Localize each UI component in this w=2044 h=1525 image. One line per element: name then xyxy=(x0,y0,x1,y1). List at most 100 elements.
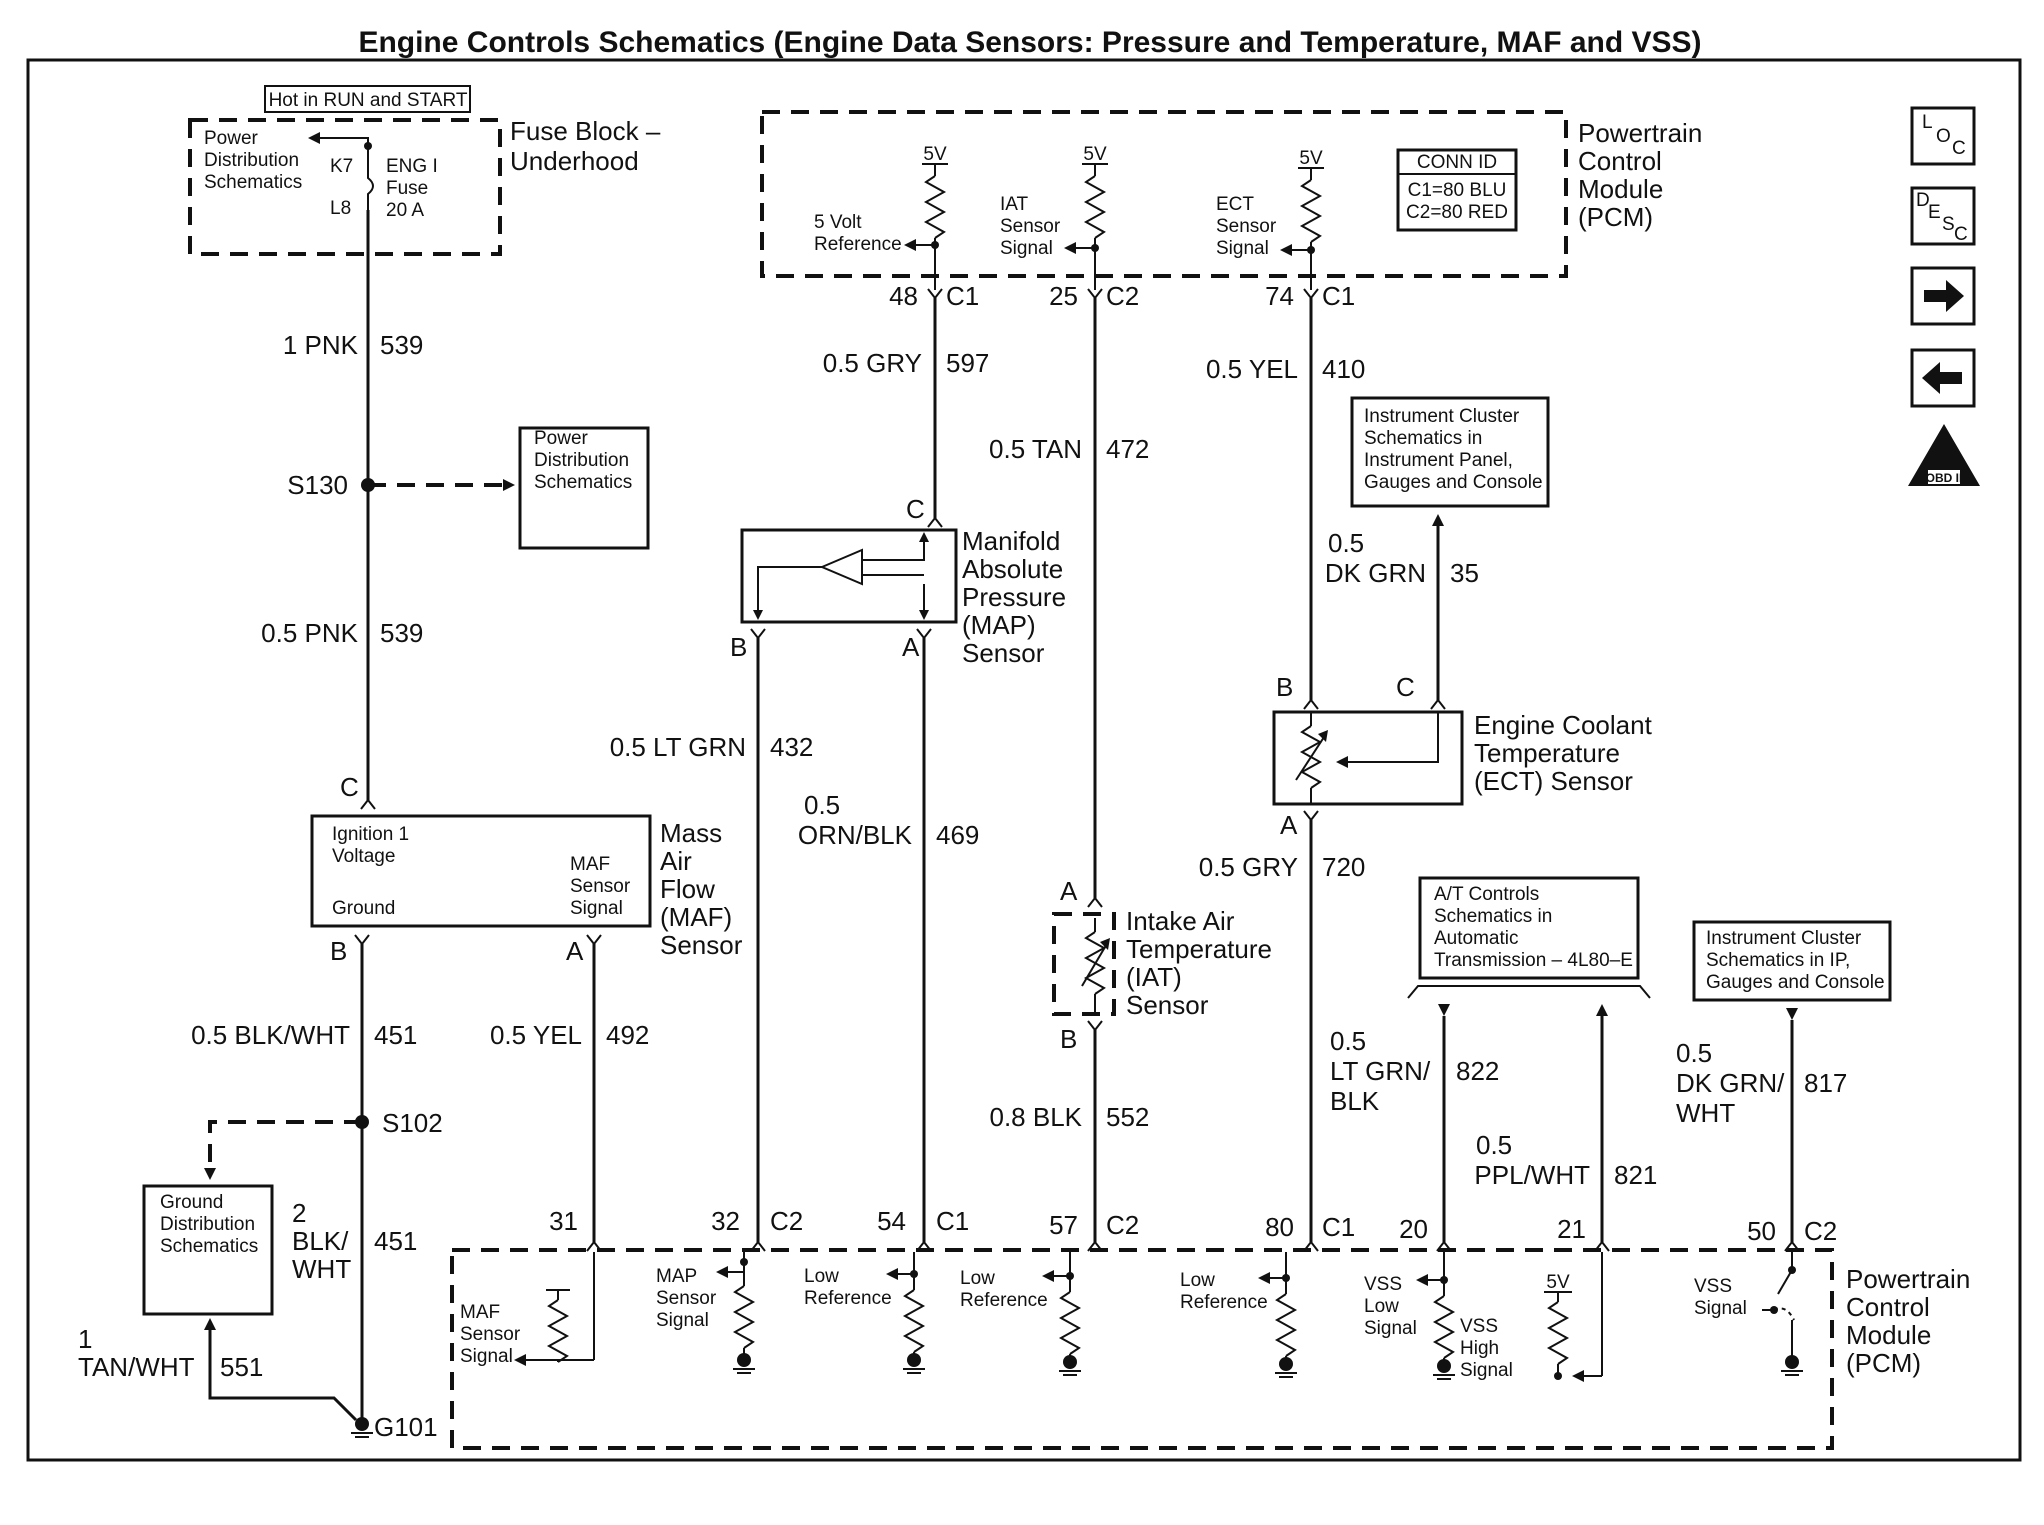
conn-id-title: CONN ID xyxy=(1417,152,1497,173)
map-pin-b: B xyxy=(730,632,747,662)
svg-text:E: E xyxy=(1928,202,1941,223)
wire-blkwht-color: 0.5 BLK/WHT xyxy=(191,1020,350,1050)
pcm-map-1: MAP xyxy=(656,1266,697,1287)
pds2-1: Power xyxy=(534,428,589,449)
pcm-conn-32: C2 xyxy=(770,1206,803,1236)
wire-2blk-3: WHT xyxy=(292,1254,351,1284)
maf-label-5: Sensor xyxy=(660,930,743,960)
pds2-2: Distribution xyxy=(534,450,629,471)
pcm-top-pin-48: 48 xyxy=(889,281,918,311)
wire-ornblk-num: 469 xyxy=(936,820,979,850)
desc-icon[interactable]: D E S C xyxy=(1910,186,1976,246)
iat-label-2: Temperature xyxy=(1126,934,1272,964)
maf-label-4: (MAF) xyxy=(660,902,732,932)
pcm-pin-50: 50 xyxy=(1747,1216,1776,1246)
wire-pnk05-color: 0.5 PNK xyxy=(261,618,358,648)
map-label-5: Sensor xyxy=(962,638,1045,668)
ect-label-1: Engine Coolant xyxy=(1474,710,1653,740)
pcm-pin-80: 80 xyxy=(1265,1212,1294,1242)
map-label-3: Pressure xyxy=(962,582,1066,612)
pcm-low2-2: Reference xyxy=(960,1290,1048,1311)
pcm-vssl-3: Signal xyxy=(1364,1318,1417,1339)
fuse-name-3: 20 A xyxy=(386,200,424,221)
wire-pnk1-num: 539 xyxy=(380,330,423,360)
wire-ltgrn432-num: 432 xyxy=(770,732,813,762)
pcm-low1-2: Reference xyxy=(804,1288,892,1309)
at-3: Automatic xyxy=(1434,928,1518,949)
pcm-pin-57: 57 xyxy=(1049,1210,1078,1240)
wire-2blk-num: 451 xyxy=(374,1226,417,1256)
wire-dkgrn35-num: 35 xyxy=(1450,558,1479,588)
pcm-vssl-1: VSS xyxy=(1364,1274,1402,1295)
wire-821-2: PPL/WHT xyxy=(1474,1160,1590,1190)
ic1-4: Gauges and Console xyxy=(1364,472,1543,493)
maf-label-2: Air xyxy=(660,846,692,876)
ref2-volt: 5V xyxy=(1083,144,1107,165)
ic2-box xyxy=(1692,920,1892,1002)
hot-label: Hot in RUN and START xyxy=(269,90,468,111)
pds-arrow xyxy=(318,137,369,146)
ect-pin-b: B xyxy=(1276,672,1293,702)
fuse-icon xyxy=(367,146,374,210)
at-1: A/T Controls xyxy=(1434,884,1539,905)
maf-inner-1: Ignition 1 xyxy=(332,824,409,845)
fuse-name-2: Fuse xyxy=(386,178,428,199)
map-pin-a: A xyxy=(902,632,920,662)
ref2-label-2: Sensor xyxy=(1000,216,1061,237)
next-arrow-icon[interactable] xyxy=(1910,266,1976,326)
at-box xyxy=(1418,876,1640,980)
loc-icon[interactable]: L O C xyxy=(1910,106,1976,166)
iat-label-3: (IAT) xyxy=(1126,962,1182,992)
splice-s102: S102 xyxy=(382,1108,443,1138)
svg-text:D: D xyxy=(1916,190,1930,211)
wire-gry720-color: 0.5 GRY xyxy=(1199,852,1298,882)
wire-gry597-num: 597 xyxy=(946,348,989,378)
pcm-conn-57: C2 xyxy=(1106,1210,1139,1240)
ect-sensor: B C Engine Coolant Temperature (ECT) Sen… xyxy=(1272,672,1653,840)
maf-inner-6: Signal xyxy=(570,898,623,919)
ref3-label-1: ECT xyxy=(1216,194,1254,215)
pds-box-2 xyxy=(518,426,650,550)
pcm-top-pin-25: 25 xyxy=(1049,281,1078,311)
prev-arrow-icon[interactable] xyxy=(1910,348,1976,408)
fuse-block: Hot in RUN and START Fuse Block – Underh… xyxy=(188,85,661,256)
maf-label-3: Flow xyxy=(660,874,715,904)
wire-817-1: 0.5 xyxy=(1676,1038,1712,1068)
ect-label-2: Temperature xyxy=(1474,738,1620,768)
gds-1: Ground xyxy=(160,1192,223,1213)
ref2-label-3: Signal xyxy=(1000,238,1053,259)
wire-yel410-num: 410 xyxy=(1322,354,1365,384)
gds-2: Distribution xyxy=(160,1214,255,1235)
conn-id-c2: C2=80 RED xyxy=(1406,202,1508,223)
pcm-pin-20: 20 xyxy=(1399,1214,1428,1244)
ref1-label-1: 5 Volt xyxy=(814,212,862,233)
obd-ii-icon[interactable]: OBD II xyxy=(1908,424,1980,486)
wire-821-num: 821 xyxy=(1614,1160,1657,1190)
maf-label-1: Mass xyxy=(660,818,722,848)
ic1-1: Instrument Cluster xyxy=(1364,406,1520,427)
maf-pin-a: A xyxy=(566,936,584,966)
gds-3: Schematics xyxy=(160,1236,258,1257)
pcm-pin-21: 21 xyxy=(1557,1214,1586,1244)
wire-pnk1-color: 1 PNK xyxy=(283,330,359,360)
pcm-top-conn-74: C1 xyxy=(1322,281,1355,311)
wire-tan472-color: 0.5 TAN xyxy=(989,434,1082,464)
outer-border xyxy=(26,58,2022,1462)
ect-pin-a: A xyxy=(1280,810,1298,840)
iat-label-1: Intake Air xyxy=(1126,906,1235,936)
wire-dkgrn35-2: DK GRN xyxy=(1325,558,1426,588)
map-label-2: Absolute xyxy=(962,554,1063,584)
pcm-top-conn-48: C1 xyxy=(946,281,979,311)
fuse-terminal-k7: K7 xyxy=(330,156,353,177)
wire-yel492-num: 492 xyxy=(606,1020,649,1050)
conn-id-c1: C1=80 BLU xyxy=(1408,180,1507,201)
pcm-bottom-label-4: (PCM) xyxy=(1846,1348,1921,1378)
pcm-low3-2: Reference xyxy=(1180,1292,1268,1313)
pcm-pin-32: 32 xyxy=(711,1206,740,1236)
wire-tanwht-num: 551 xyxy=(220,1352,263,1382)
wire-817-2: DK GRN/ xyxy=(1676,1068,1785,1098)
pds2-3: Schematics xyxy=(534,472,632,493)
maf-inner-4: MAF xyxy=(570,854,610,875)
maf-pin-b: B xyxy=(330,936,347,966)
pcm-top-label-1: Powertrain xyxy=(1578,118,1702,148)
